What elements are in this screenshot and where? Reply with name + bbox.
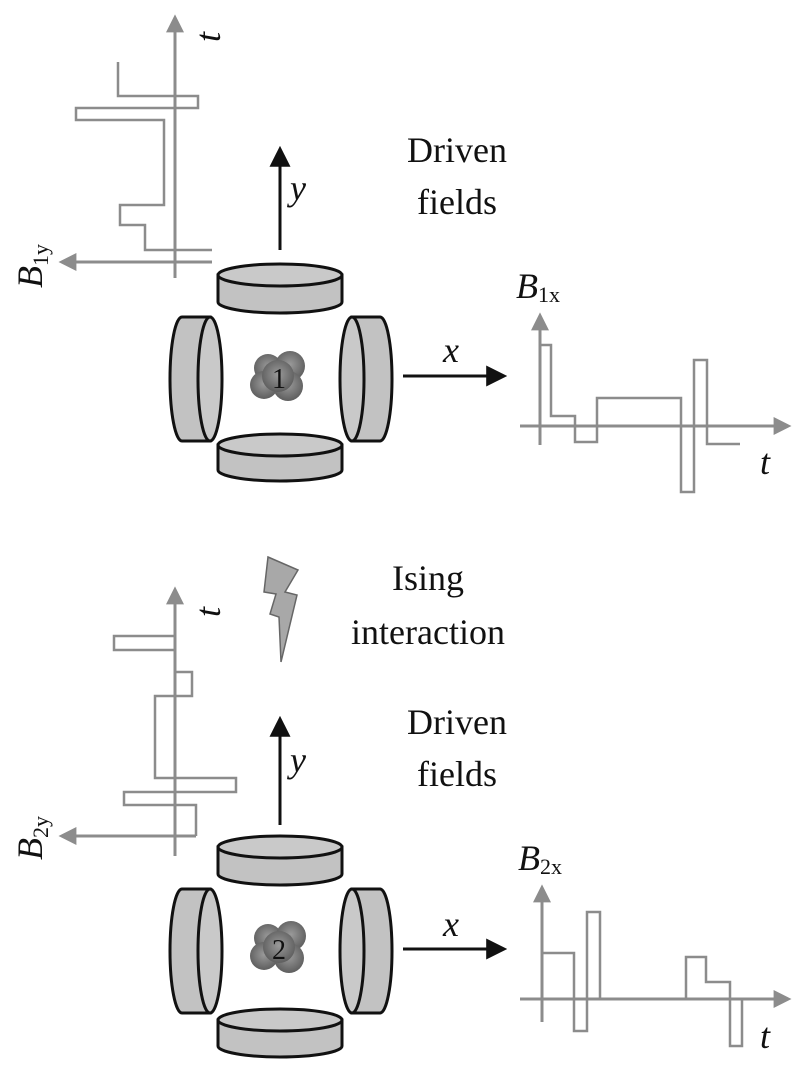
ion-cloud-2 xyxy=(250,921,306,973)
driven-fields-bottom-line1: Driven xyxy=(407,702,507,742)
b1x-plot: B1x t xyxy=(516,266,792,494)
b2y-field-label: B2y xyxy=(10,816,53,860)
ion-2-label: 2 xyxy=(272,935,286,966)
ion-trap-1: 1 xyxy=(168,262,394,483)
lightning-bolt-icon xyxy=(263,555,300,663)
b1y-waveform xyxy=(74,62,212,252)
ion-1-label: 1 xyxy=(272,364,286,395)
y-axis-arrow-top: y xyxy=(269,145,306,250)
svg-text:y: y xyxy=(287,740,306,780)
x-axis-arrow-bottom: x xyxy=(403,904,508,960)
ising-line2: interaction xyxy=(351,612,505,652)
y-axis-arrow-bottom: y xyxy=(269,715,306,825)
b2y-plot: t B2y xyxy=(10,586,238,860)
ion-trap-2: 2 xyxy=(168,834,394,1059)
b2y-waveform xyxy=(112,634,238,836)
b2x-waveform xyxy=(542,910,744,1048)
x-axis-arrow-top: x xyxy=(403,330,508,387)
b1y-field-label: B1y xyxy=(10,244,53,288)
b2x-plot: B2x t xyxy=(518,838,792,1056)
b1y-plot: t B1y xyxy=(10,14,228,288)
driven-fields-top-line1: Driven xyxy=(407,130,507,170)
b1x-time-label: t xyxy=(760,442,771,482)
svg-text:x: x xyxy=(442,330,459,370)
ion-cloud-1 xyxy=(250,351,305,401)
b1x-field-label: B1x xyxy=(516,266,560,307)
svg-text:B2y: B2y xyxy=(10,816,53,860)
svg-text:B1y: B1y xyxy=(10,244,53,288)
b1y-time-label: t xyxy=(188,31,228,42)
svg-text:x: x xyxy=(442,904,459,944)
driven-fields-bottom-line2: fields xyxy=(417,754,497,794)
b2x-field-label: B2x xyxy=(518,838,562,879)
driven-fields-top-line2: fields xyxy=(417,182,497,222)
b2x-time-label: t xyxy=(760,1016,771,1056)
b1x-waveform xyxy=(540,343,740,494)
b2y-time-label: t xyxy=(188,606,228,617)
ising-line1: Ising xyxy=(392,558,464,598)
svg-text:y: y xyxy=(287,168,306,208)
